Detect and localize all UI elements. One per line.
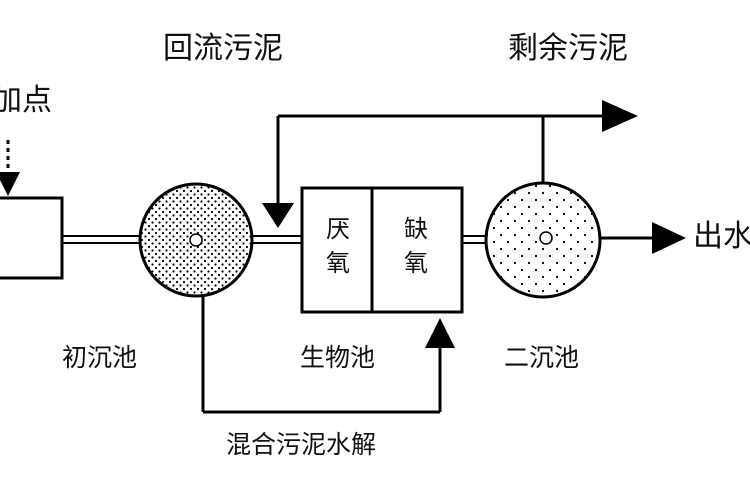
bio-tank [300, 186, 464, 314]
left-zone-char-1: 厌 [326, 215, 350, 243]
anoxic-zone-char-2: 氧 [404, 249, 428, 277]
label-anoxic-zone: 缺 氧 [401, 212, 431, 280]
dosing-arrow [0, 140, 20, 196]
anoxic-zone-char-1: 缺 [404, 215, 428, 243]
pipe-bio-to-secondary [462, 235, 486, 244]
label-dosing-point: 加点 [0, 83, 52, 118]
label-excess-sludge: 剩余污泥 [508, 31, 628, 66]
label-outlet: 出水 [693, 219, 750, 254]
label-return-sludge: 回流污泥 [163, 31, 283, 66]
outlet-arrow [600, 222, 686, 254]
label-secondary-clarifier: 二沉池 [504, 343, 580, 372]
label-mixed-sludge-hydrolysis: 混合污泥水解 [226, 430, 377, 459]
secondary-clarifier [484, 181, 602, 299]
label-left-zone: 厌 氧 [323, 212, 353, 280]
inlet-tank [0, 196, 64, 280]
hydrolysis-return-line [201, 296, 455, 414]
pipe-primary-to-bio [252, 235, 302, 244]
label-bio-tank: 生物池 [300, 343, 376, 372]
pipe-inlet-to-primary [62, 235, 140, 244]
excess-sludge-arrow [602, 100, 638, 132]
left-zone-char-2: 氧 [326, 249, 350, 277]
label-primary-clarifier: 初沉池 [62, 343, 138, 372]
return-sludge-line [262, 114, 605, 228]
primary-clarifier [138, 182, 254, 298]
